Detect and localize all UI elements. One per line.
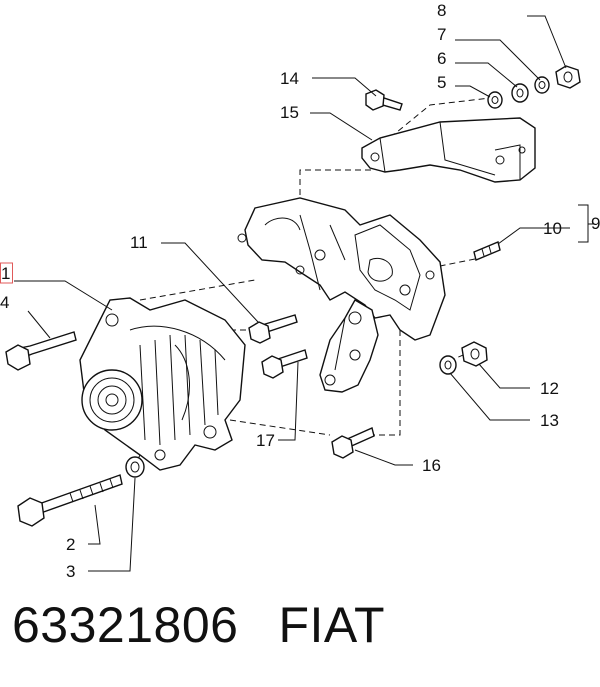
callout-14: 14 — [280, 69, 299, 88]
washer-part-5 — [487, 91, 503, 109]
washer-part-6 — [511, 83, 529, 103]
brand-name: FIAT — [278, 597, 386, 653]
upper-bracket-part-15 — [361, 117, 536, 183]
highlight-frame-part-1 — [0, 262, 13, 284]
exploded-parts-diagram: 1 4 2 3 8 7 6 5 14 15 11 10 9 12 13 17 1… — [0, 1, 600, 581]
callout-17: 17 — [256, 431, 275, 450]
callout-13: 13 — [540, 411, 559, 430]
callout-8: 8 — [437, 1, 446, 20]
callout-5: 5 — [437, 73, 446, 92]
part-number-caption: 63321806 FIAT — [12, 596, 385, 654]
alternator-part-1 — [79, 297, 246, 471]
callout-12: 12 — [540, 379, 559, 398]
washer-part-3 — [125, 456, 145, 478]
part-number: 63321806 — [12, 597, 239, 653]
nut-part-12 — [461, 341, 488, 367]
callout-labels: 1 4 2 3 8 7 6 5 14 15 11 10 9 12 13 17 1… — [0, 1, 600, 581]
callout-2: 2 — [66, 535, 75, 554]
bolt-part-16 — [331, 427, 375, 459]
support-bracket-part-9 — [237, 197, 446, 341]
callout-4: 4 — [0, 293, 9, 312]
nut-part-8 — [555, 65, 581, 89]
tension-link-bracket — [319, 299, 379, 393]
callout-1: 1 — [1, 264, 10, 283]
callout-16: 16 — [422, 456, 441, 475]
bolt-part-11 — [248, 314, 298, 344]
callout-11: 11 — [130, 233, 148, 252]
callout-6: 6 — [437, 49, 446, 68]
stud-part-10 — [473, 241, 501, 261]
callout-7: 7 — [437, 25, 446, 44]
bolt-part-4 — [5, 331, 77, 371]
callout-9: 9 — [591, 214, 600, 233]
callout-15: 15 — [280, 103, 299, 122]
spring-washer-part-7 — [534, 76, 550, 94]
callout-3: 3 — [66, 562, 75, 581]
leader-lines — [14, 15, 594, 572]
callout-10: 10 — [543, 219, 562, 238]
washer-part-13 — [439, 355, 457, 375]
bolt-part-2 — [17, 474, 123, 527]
bolt-part-17 — [261, 349, 308, 379]
bolt-part-14 — [365, 89, 403, 111]
